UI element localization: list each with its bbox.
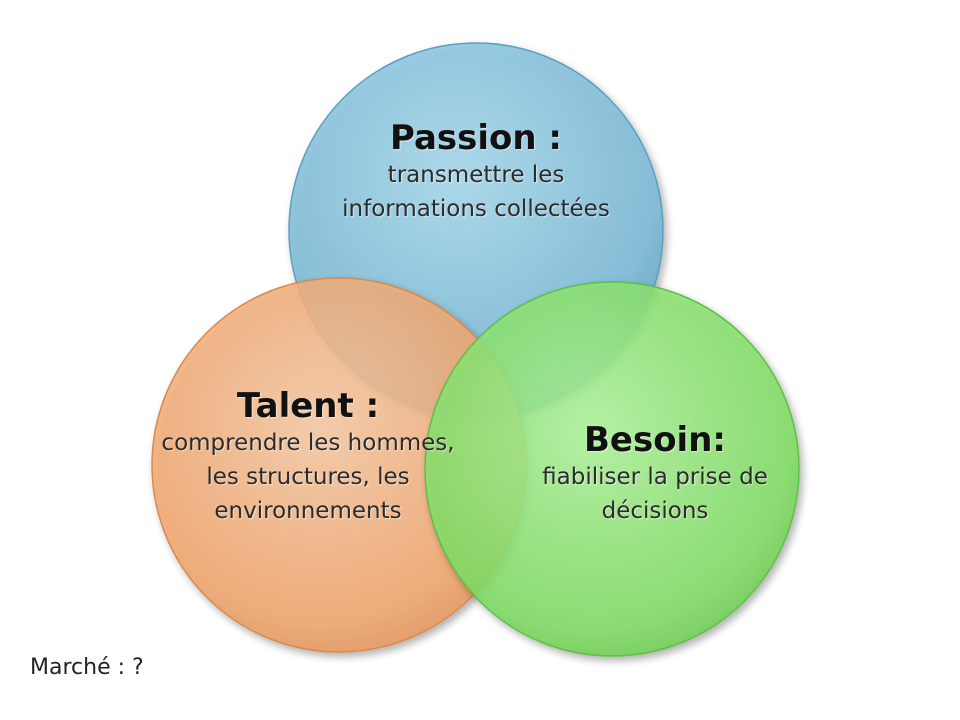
talent-label: Talent : comprendre les hommes, les stru… [158, 386, 458, 528]
besoin-title: Besoin: [583, 420, 727, 460]
market-note: Marché : ? [30, 655, 144, 680]
besoin-label: Besoin: fiabiliser la prise de décisions [520, 420, 790, 528]
besoin-circle [424, 281, 800, 657]
passion-description: transmettre les informations collectées [342, 162, 610, 222]
talent-description: comprendre les hommes, les structures, l… [161, 430, 455, 524]
passion-label: Passion : transmettre les informations c… [336, 118, 616, 226]
talent-title: Talent : [236, 386, 380, 426]
besoin-description: fiabiliser la prise de décisions [542, 464, 768, 524]
passion-title: Passion : [389, 118, 563, 158]
